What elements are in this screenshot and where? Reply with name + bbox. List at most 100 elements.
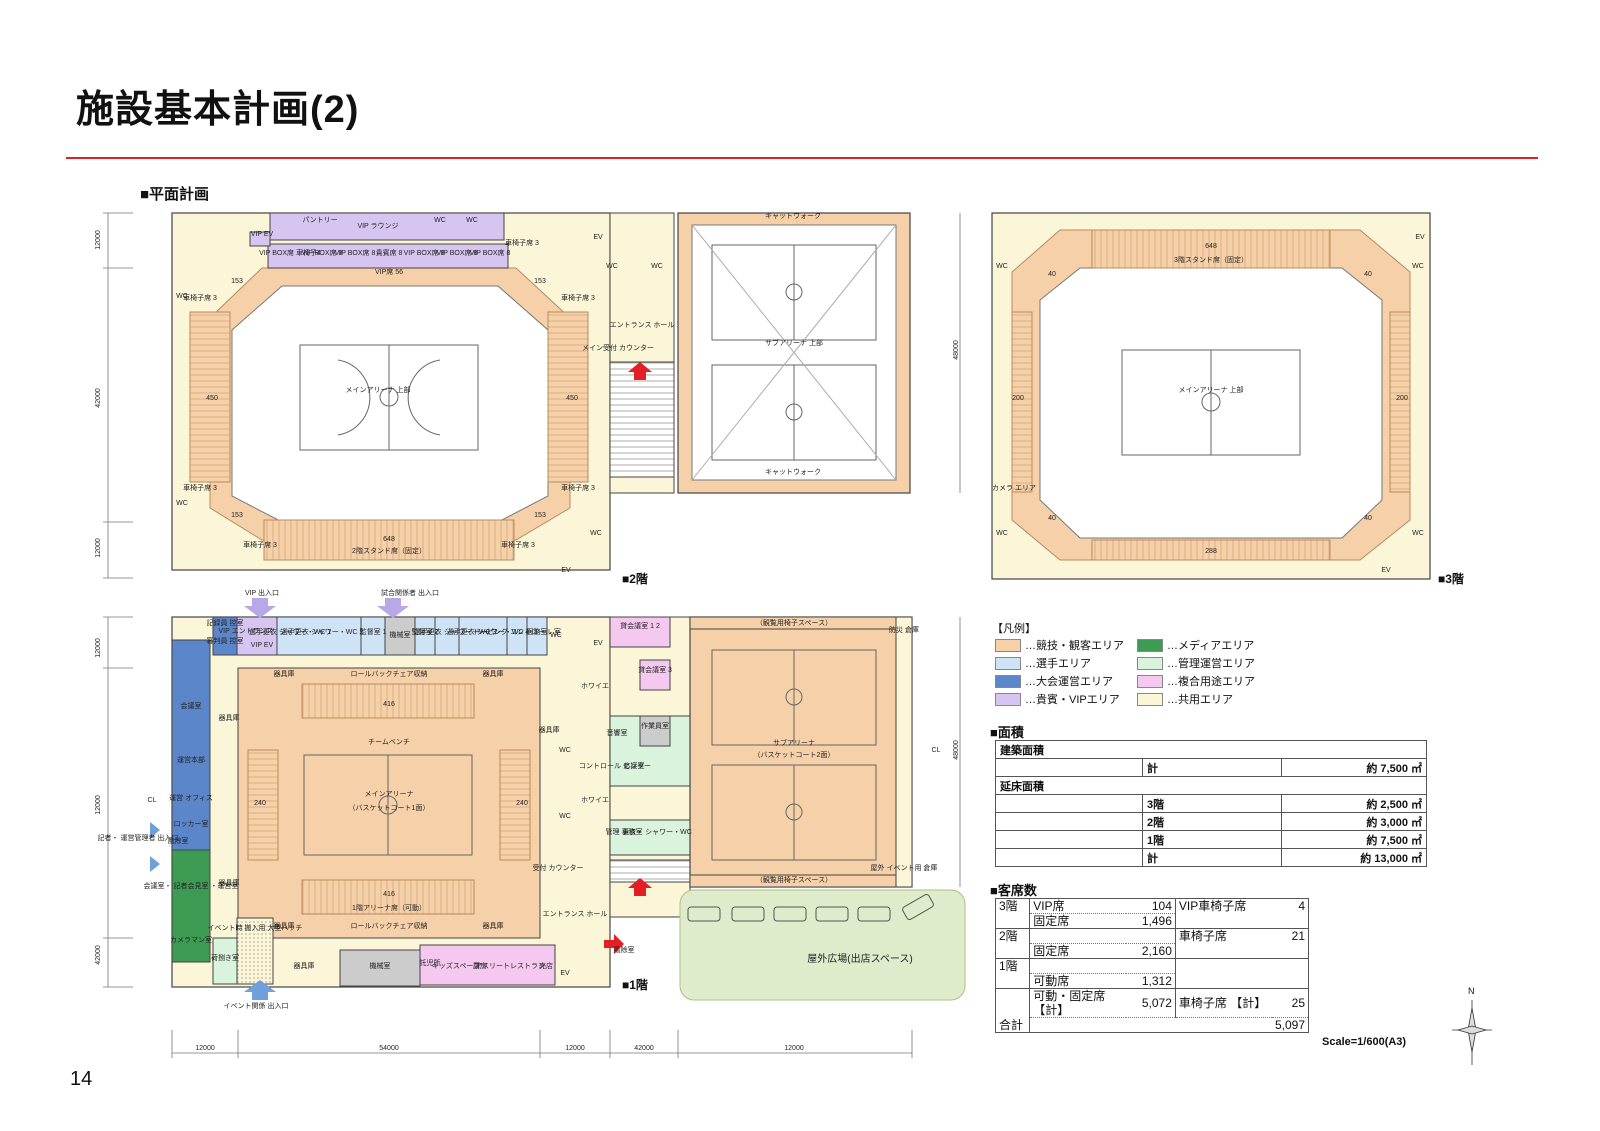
plan-label: 車椅子席 3 [561,293,595,302]
plan-label: WC [434,217,446,224]
legend-label: …大会運営エリア [1025,676,1113,688]
plan-label: VIP席 56 [375,267,403,276]
seats-wheel-label: 車椅子席 [1174,928,1272,944]
legend-swatch [1137,692,1163,706]
plan-label: 器具庫 [274,921,295,930]
plan-label: 貸会議室 1 2 [620,621,660,630]
area-floor: 1階 [1142,830,1282,849]
plan-label: 屋外 イベント用 倉庫 [871,863,938,872]
plan-label: WC [550,632,562,639]
legend-item: …貴賓・VIPエリア [995,691,1120,707]
plan-label: キャットウォーク [765,212,821,220]
legend-swatch [995,692,1021,706]
plan-label: カメラマン室 [170,935,212,944]
plan-label: 200 [1396,395,1408,402]
plan-label: 試合関係者 出入口 [381,588,439,597]
floor1-label: ■1階 [622,978,648,992]
plan-label: 器具庫 [483,921,504,930]
plan-label: 40 [1048,515,1056,522]
area-value: 約 13,000 ㎡ [1281,848,1427,867]
plan-label: WC [651,263,663,270]
plan-label: （バスケットコート2面） [754,751,835,759]
floor2-label: ■2階 [622,572,648,586]
plan-label: パントリー [302,216,337,224]
plan-label: 受付 カウンター [533,863,584,872]
seats-vip-label: VIP席 [1029,898,1127,914]
page-title: 施設基本計画(2) [76,89,360,131]
plan-label: 車椅子席 3 [183,293,217,302]
legend-label: …共用エリア [1167,694,1233,706]
dimension-label: 42000 [95,388,102,408]
plan-label: VIP BOX席 8 [404,248,445,257]
plan-label: 記者・ 運営管理者 出入口 [98,833,179,842]
floor2-plan [171,212,911,571]
plan-label: WC [1412,263,1424,270]
plan-label: 450 [206,395,218,402]
plan-label: CL [148,797,157,804]
plan-label: 40 [1364,515,1372,522]
seats-sum-fixed-label: 可動・固定席【計】 [1029,988,1127,1018]
plan-label: 会議室・ 記者会見室 ・運営室 [144,881,239,890]
legend-item: …メディアエリア [1137,637,1254,653]
legend-heading: 【凡例】 [992,623,1036,635]
seats-sum-wheel-label: 車椅子席 【計】 [1174,988,1272,1018]
plan-label: 240 [254,800,266,807]
plan-label: WC [559,747,571,754]
plan-label: 153 [534,512,546,519]
plan-label: サブアリーナ 上部 [765,338,823,347]
plan-label: VIP EV [251,642,274,649]
plan-label: 屋外広場(出店スペース) [807,952,912,965]
seats-floor3: 3階 [999,899,1018,914]
north-arrow-icon [1452,1000,1492,1065]
area-value: 約 7,500 ㎡ [1281,830,1427,849]
plan-label: VIP BOX席 8 [302,248,343,257]
legend-item: …大会運営エリア [995,673,1113,689]
plan-label: WC [176,293,188,300]
plan-label: 器具庫 [294,961,315,970]
plan-label: 音響室 [607,728,628,737]
legend-item: …管理運営エリア [1137,655,1255,671]
plan-label: 作業員室 [641,721,669,730]
legend-item: …競技・観客エリア [995,637,1124,653]
plan-label: メインアリーナ 上部 [346,385,411,394]
plan-label: 選手更衣 シャワー・WC 4 [447,627,530,636]
plan-label: 管理 事務室 [606,827,643,836]
plan-label: （観覧用椅子スペース） [756,875,832,884]
plan-label: （バスケットコート1面） [349,804,430,812]
floor1-plan [150,598,966,1001]
legend-swatch [995,656,1021,670]
plan-label: 貴賓席 8 [376,248,403,257]
plan-label: ロールバックチェア収納 [351,669,428,678]
plan-label: 車椅子席 3 [183,483,217,492]
plan-label: ロッカー室 [174,819,209,828]
area-floor: 3階 [1142,794,1282,813]
dimension-lines [103,212,961,1058]
plan-label: 車椅子席 3 [243,540,277,549]
seats-total-label: 合計 [999,1017,1024,1032]
plan-label: 風除室 [168,836,189,845]
legend-label: …選手エリア [1025,658,1091,670]
plan-label: 荷捌き室 [211,953,239,962]
plan-label: 450 [566,395,578,402]
plan-label: 売店 [539,961,553,970]
floor3-label: ■3階 [1438,572,1464,586]
building-area-label: 建築面積 [995,740,1427,759]
dimension-label: 12000 [784,1045,804,1052]
area-value: 約 3,000 ㎡ [1281,812,1427,831]
page-number: 14 [70,1068,93,1090]
north-label: N [1468,986,1475,996]
plan-label: WC [606,263,618,270]
plan-label: VIP BOX席 車椅子4 [259,248,321,257]
plan-label: 3階スタンド席（固定） [1174,255,1248,264]
plan-label: CL [932,747,941,754]
plan-label: エントランス ホール [543,910,608,918]
plan-label: 貸会議室 3 [638,665,672,674]
seats-fixed2-value: 2,160 [1126,943,1176,959]
plan-label: ドーピング コントロール 室 [473,627,561,636]
seats-heading: ■客席数 [990,883,1037,898]
plan-label: 運営本部 [177,755,205,764]
plan-label: カメラ エリア [992,484,1036,492]
legend-label: …メディアエリア [1167,640,1255,652]
dimension-label: 54000 [379,1045,399,1052]
